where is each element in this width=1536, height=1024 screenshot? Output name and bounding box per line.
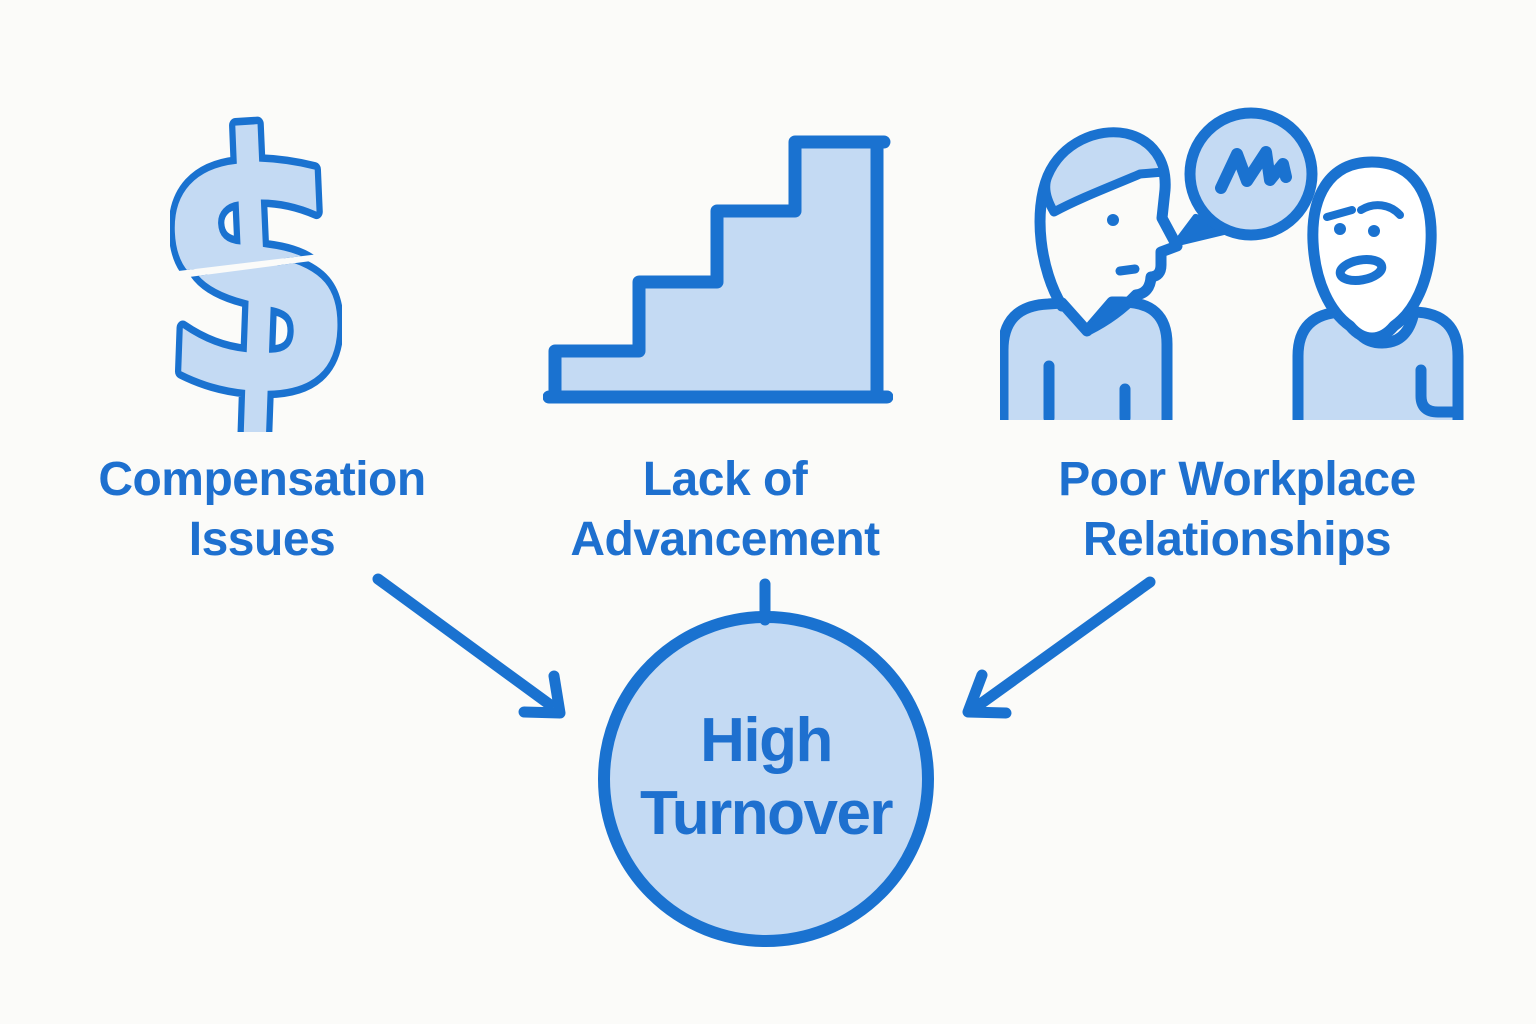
angry-scribble-icon <box>1215 146 1292 194</box>
right-person-eyebrows <box>1323 201 1404 221</box>
dollar-bottom-half: $ <box>170 112 342 432</box>
label-high-turnover: High Turnover <box>639 704 894 850</box>
right-person-mouth <box>1335 254 1387 286</box>
label-compensation-issues: Compensation Issues <box>98 450 426 570</box>
right-person-eye-left <box>1334 223 1346 235</box>
right-person-torso-outline <box>1292 306 1464 420</box>
stairs-outline <box>543 135 893 404</box>
right-person-sleeve-line <box>1415 364 1461 418</box>
label-line: High <box>700 706 833 775</box>
label-line: Lack of <box>642 453 808 506</box>
label-lack-of-advancement: Lack of Advancement <box>570 450 880 570</box>
svg-text:$: $ <box>170 112 342 432</box>
broken-dollar-icon: $ $ <box>170 112 342 432</box>
label-line: Compensation <box>98 453 426 506</box>
label-line: Turnover <box>639 779 894 848</box>
label-line: Poor Workplace <box>1058 453 1416 506</box>
label-line: Advancement <box>570 513 880 566</box>
label-line: Issues <box>188 513 336 566</box>
arrow-relationships-to-turnover <box>962 576 1156 719</box>
left-person-eye <box>1107 214 1119 226</box>
arrow-compensation-to-turnover <box>372 573 566 719</box>
right-person-eye-right <box>1368 225 1380 237</box>
left-person-hair <box>1041 128 1169 217</box>
left-person-arm-lines <box>1043 360 1131 420</box>
right-person-head-outline <box>1307 156 1437 344</box>
label-poor-workplace-relationships: Poor Workplace Relationships <box>1058 450 1416 570</box>
dollar-top-half: $ <box>170 112 342 432</box>
stairs-icon <box>543 135 893 404</box>
svg-text:$: $ <box>170 112 342 432</box>
arguing-coworkers-icon <box>1000 107 1464 420</box>
left-person-mouth <box>1115 264 1140 276</box>
label-line: Relationships <box>1082 513 1392 566</box>
